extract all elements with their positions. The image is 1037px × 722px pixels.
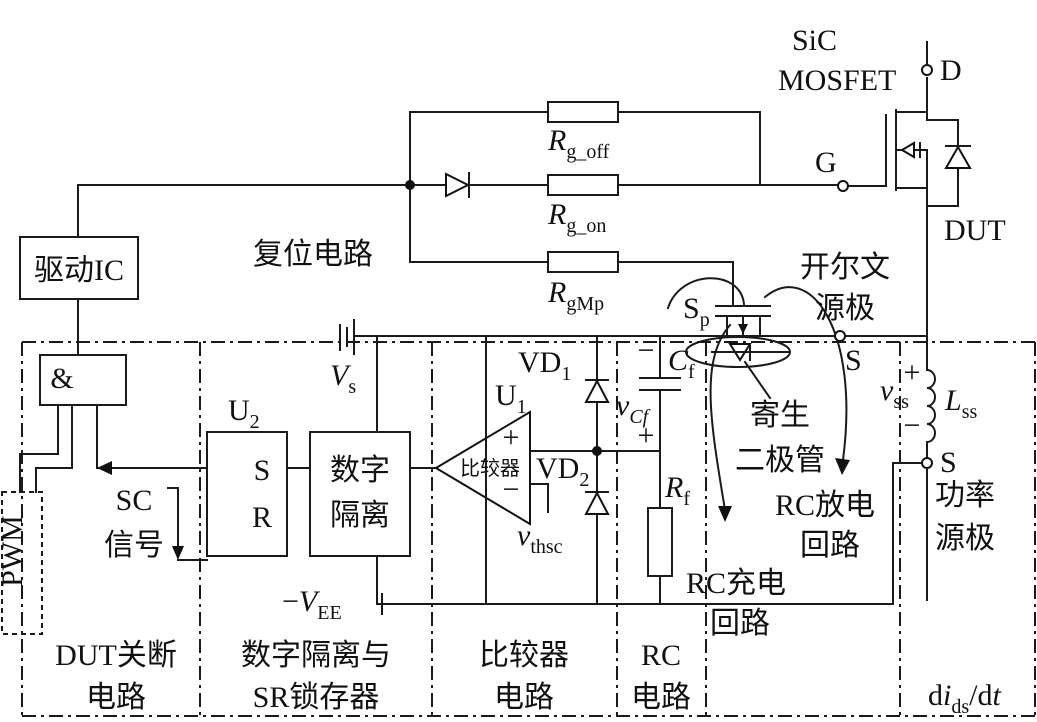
power-line1: 功率	[935, 479, 995, 512]
latch-r: R	[252, 501, 272, 534]
power-line2: 源极	[935, 522, 995, 555]
sp-bracket	[666, 277, 746, 310]
isolator-line2: 隔离	[330, 499, 390, 532]
power-s-label: S	[940, 446, 957, 479]
vd2-label: VD2	[536, 452, 589, 491]
rc-charge-arrow	[709, 323, 732, 512]
diode-vd2	[584, 490, 610, 515]
kelvin-s-label: S	[845, 344, 862, 377]
rc-charge-line1: RC充电	[686, 567, 786, 600]
vee-label: −VEE	[282, 585, 342, 624]
and-gate-box	[39, 354, 127, 406]
vcf-label: vCf	[616, 389, 651, 428]
mosfet-sp	[711, 305, 791, 362]
resistor-rg-off	[547, 101, 619, 123]
section-dut-off-line2: 电路	[86, 681, 146, 714]
comparator-label: 比较器	[460, 457, 520, 480]
diode-vd1	[584, 378, 610, 403]
vss-label: vss	[880, 374, 909, 413]
sc-signal-line1: SC	[116, 484, 153, 517]
pwm-box	[1, 491, 43, 635]
sc-arrow-head	[97, 461, 112, 475]
section-didt-label: dids/dt	[928, 679, 1001, 718]
drain-terminal	[921, 64, 933, 76]
gate-diode	[445, 172, 471, 198]
rc-discharge-arrow	[763, 286, 848, 462]
sp-label: Sp	[683, 292, 710, 331]
vcf-minus: −	[638, 334, 655, 367]
parasitic-leader	[743, 360, 772, 400]
gate-label: G	[815, 146, 837, 179]
vss-minus: −	[904, 409, 921, 442]
section-comparator-line2: 电路	[494, 681, 554, 714]
parasitic-line1: 寄生	[750, 399, 810, 432]
gate-drive-wires	[77, 111, 842, 307]
reset-circuit-label: 复位电路	[253, 238, 373, 271]
rf-label: Rf	[664, 471, 690, 510]
rg-off-label: Rg_off	[547, 124, 610, 163]
comparator-node-dot	[592, 446, 602, 456]
pwm-label: PWM	[0, 515, 29, 587]
inductor-lss	[925, 368, 936, 601]
section-rc-line1: RC	[641, 639, 681, 672]
dut-label: DUT	[944, 214, 1006, 247]
u1-label: U1	[495, 379, 527, 418]
kelvin-line2: 源极	[815, 292, 875, 325]
isolator-line1: 数字	[330, 454, 390, 487]
comparator-plus: +	[503, 421, 520, 454]
drain-label: D	[940, 54, 962, 87]
rc-charge-arrowhead	[718, 506, 732, 522]
comparator-triangle	[434, 410, 531, 526]
vthsc-label: vthsc	[517, 519, 563, 558]
section-rc-line2: 电路	[631, 681, 691, 714]
vss-plus: +	[904, 356, 921, 389]
resistor-rg-on	[547, 174, 619, 196]
section-isolation-line1: 数字隔离与	[241, 639, 391, 672]
resistor-rf	[647, 507, 673, 577]
rc-charge-line2: 回路	[710, 607, 770, 640]
parasitic-ellipse	[685, 336, 791, 368]
section-isolation-line2: SR锁存器	[253, 681, 380, 714]
main-sic-mosfet	[845, 77, 972, 371]
section-comparator-line1: 比较器	[479, 639, 569, 672]
cf-label: Cf	[668, 344, 695, 383]
rg-on-label: Rg_on	[547, 198, 606, 237]
and-gate-symbol: &	[50, 362, 73, 395]
resistor-rg-mp	[547, 251, 619, 273]
driver-ic-label: 驱动IC	[34, 254, 124, 287]
rg-mp-label: RgMp	[547, 276, 604, 315]
rc-discharge-arrowhead	[835, 458, 850, 475]
power-source-terminal	[921, 457, 933, 469]
latch-s: S	[254, 454, 271, 487]
lss-label: Lss	[944, 384, 977, 423]
rc-discharge-line1: RC放电	[775, 489, 875, 522]
comparator-minus: −	[503, 473, 520, 506]
isolator-box	[309, 431, 411, 557]
sc-signal-line2: 信号	[104, 529, 164, 562]
sc-down-arrow	[172, 546, 184, 560]
vd1-label: VD1	[518, 346, 571, 385]
parasitic-line2: 二极管	[735, 444, 825, 477]
vs-battery	[339, 319, 355, 355]
kelvin-source-terminal	[834, 330, 846, 342]
section-dut-off-line1: DUT关断	[55, 639, 177, 672]
vcf-plus: +	[638, 419, 655, 452]
gate-terminal	[837, 180, 849, 192]
kelvin-line1: 开尔文	[800, 251, 890, 284]
junction-dot	[405, 180, 415, 190]
sr-latch-box	[206, 431, 288, 557]
u2-label: U2	[228, 394, 260, 433]
device-line1: SiC	[792, 24, 837, 57]
device-line2: MOSFET	[778, 64, 896, 97]
rc-discharge-line2: 回路	[800, 529, 860, 562]
section-boundaries	[21, 341, 1036, 717]
vs-label: Vs	[330, 359, 356, 398]
